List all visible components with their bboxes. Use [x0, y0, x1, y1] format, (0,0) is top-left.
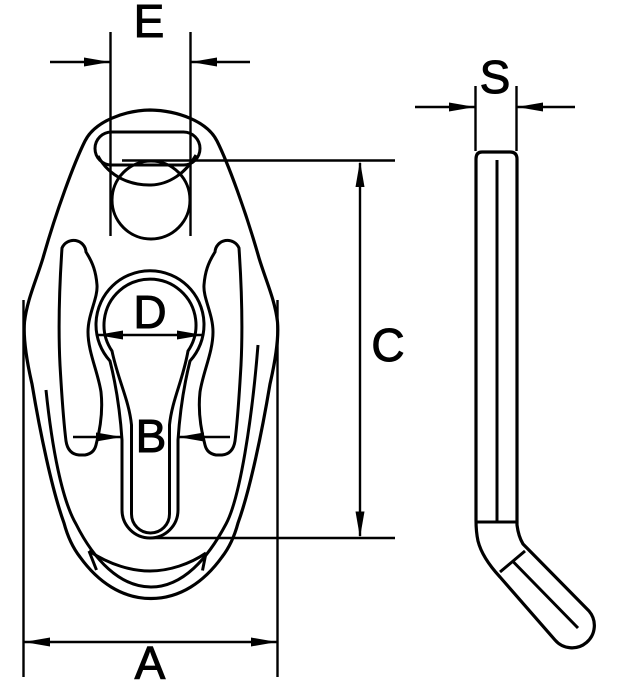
bottom-seat-band-tick-right — [201, 552, 208, 571]
arrowhead-right — [84, 57, 110, 67]
top-round-hole — [110, 159, 192, 241]
extension-line — [122, 159, 395, 540]
extension-line — [22, 300, 279, 677]
body-outline — [22, 108, 280, 601]
arrowhead-up — [355, 161, 365, 187]
bottom-seat-band-arc — [88, 549, 207, 573]
dimension-B: B — [73, 410, 230, 463]
side-tip-seam-line — [511, 559, 580, 630]
right-comma-slot — [197, 238, 244, 457]
dim-label-S: S — [480, 51, 511, 103]
left-comma-slot — [57, 238, 104, 457]
keyhole-chamfer-edge — [102, 277, 198, 535]
arrowhead-left — [24, 637, 50, 647]
arrowhead-left — [178, 432, 204, 442]
dim-label-C: C — [371, 319, 404, 371]
arrowhead-right — [251, 637, 277, 647]
dim-label-E: E — [134, 0, 165, 47]
dimension-D: D — [97, 286, 203, 340]
dim-label-D: D — [133, 286, 166, 338]
front-view — [22, 108, 280, 601]
extension-line — [474, 86, 518, 151]
bottom-seat-inner-arc — [44, 344, 260, 589]
arrowhead-left — [191, 57, 217, 67]
dimension-A: A — [22, 300, 279, 690]
bottom-seat-band-tick-left — [87, 550, 98, 571]
arrowhead-right — [449, 102, 475, 112]
dimension-S: S — [415, 51, 575, 151]
dim-label-A: A — [135, 637, 166, 689]
side-view — [474, 150, 596, 650]
dimension-C: C — [122, 159, 405, 540]
top-oblong-slot — [93, 130, 202, 167]
arrowhead-left — [517, 102, 543, 112]
label-background — [133, 419, 168, 455]
arrowhead-left — [97, 330, 123, 340]
dim-label-B: B — [136, 410, 167, 462]
dimension-E: E — [50, 0, 250, 236]
arrowhead-right — [96, 432, 122, 442]
keyhole-outer-edge — [94, 269, 206, 540]
arrowhead-down — [355, 511, 365, 538]
side-profile-outline — [474, 150, 596, 650]
extension-line — [109, 32, 192, 236]
arrowhead-right — [177, 330, 203, 340]
